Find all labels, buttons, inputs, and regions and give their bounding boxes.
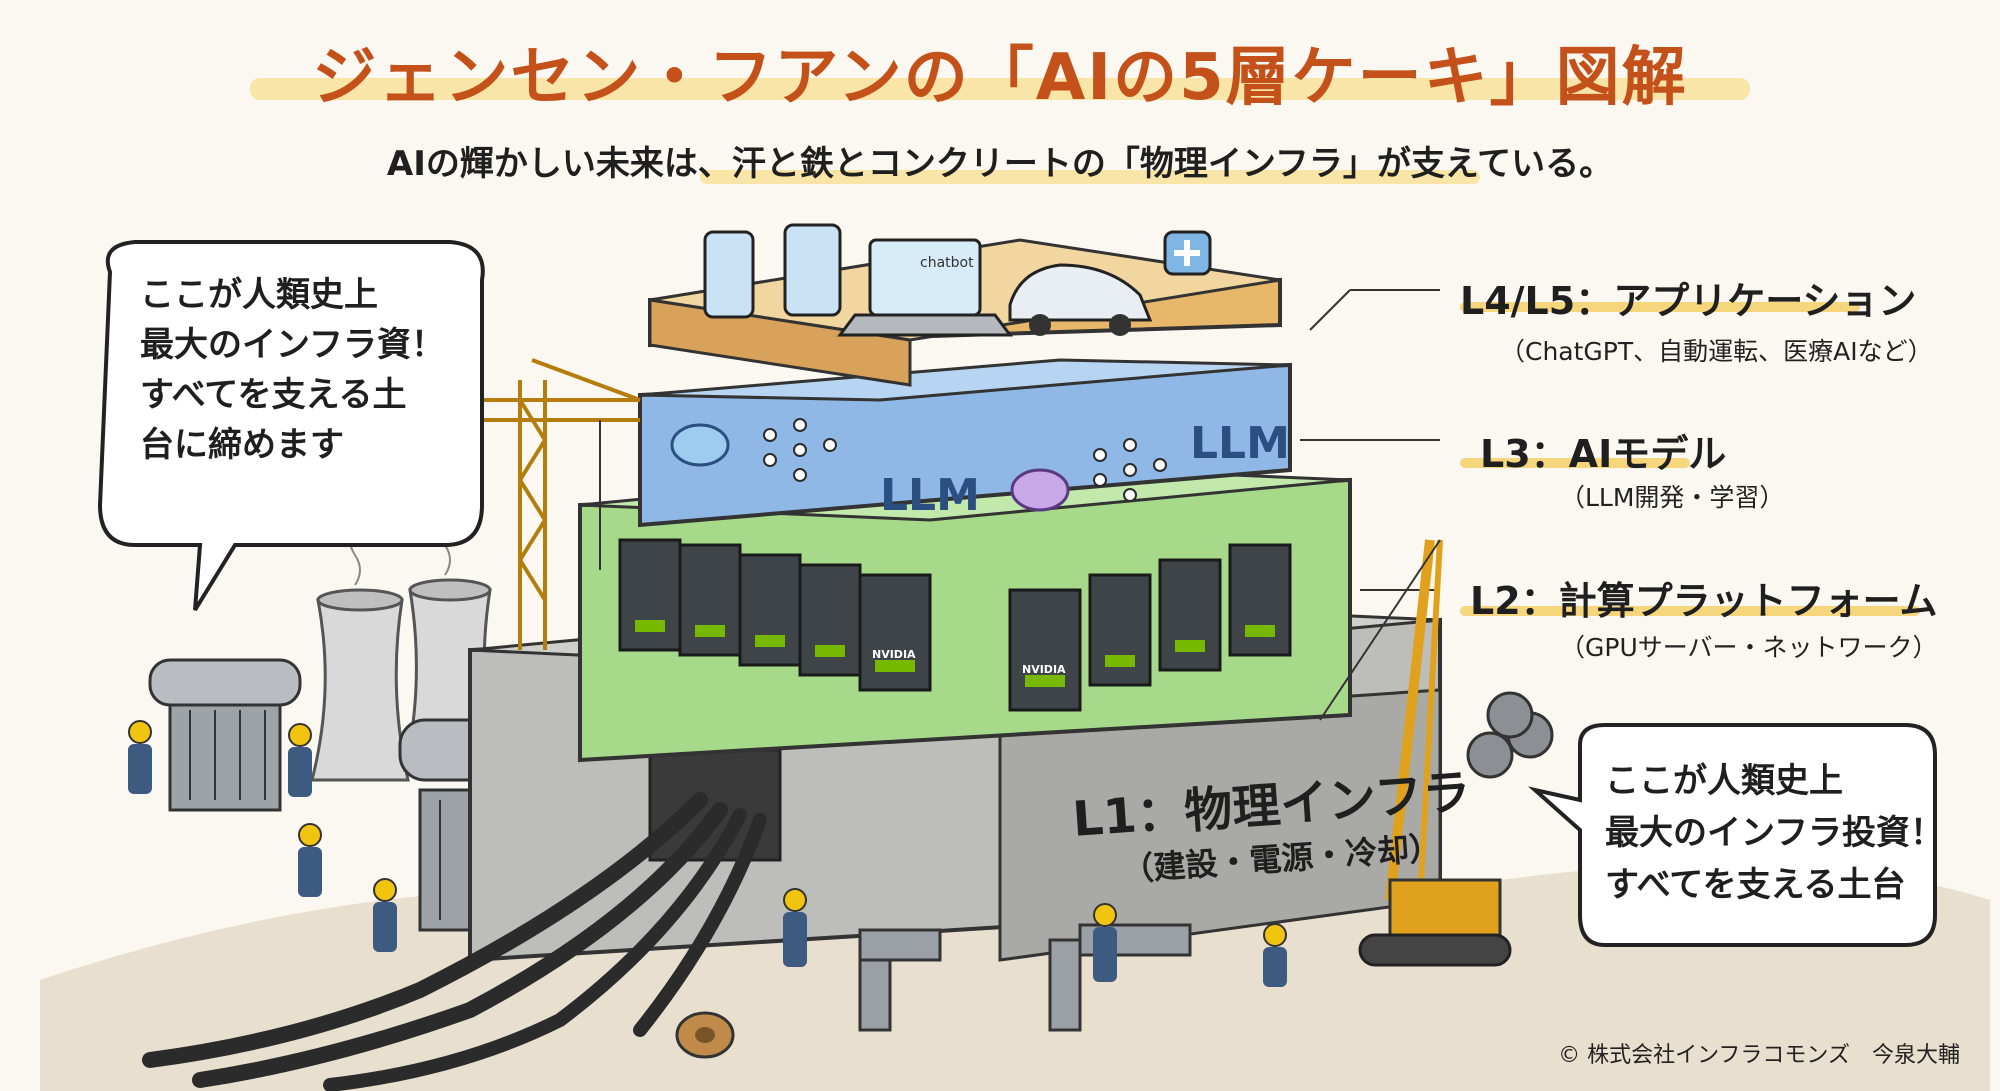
llm-label: LLM: [880, 470, 980, 521]
brain-icon: [670, 423, 730, 467]
nvidia-label: NVIDIA: [1022, 663, 1066, 676]
laptop-icon: [868, 238, 982, 317]
llm-label: LLM: [1190, 418, 1290, 469]
layer-l45-subtitle: （ChatGPT、自動運転、医療AIなど）: [1500, 337, 1933, 366]
layer-l2-subtitle: （GPUサーバー・ネットワーク）: [1560, 633, 1938, 662]
chatbot-label: chatbot: [920, 255, 974, 271]
layer-l3-ai-model: [638, 358, 1292, 528]
transformer-left: [148, 658, 302, 812]
layer-l2-highlight: [1460, 606, 1920, 616]
layer-l45-highlight: [1460, 302, 1860, 312]
speech-bubble-left-text: ここが人類史上 最大のインフラ資！ すべてを支える土 台に締めます: [140, 275, 445, 465]
layer-l3-subtitle: （LLM開発・学習）: [1560, 483, 1785, 512]
brain-icon: [1010, 468, 1070, 512]
layer-l3-title: L3：AIモデル: [1480, 432, 1727, 476]
page-title: ジェンセン・フアンの「AIの5層ケーキ」図解: [312, 41, 1688, 115]
smartphone-icon: [703, 230, 755, 319]
tower-crane: [480, 358, 641, 650]
copyright: © 株式会社インフラコモンズ 今泉大輔: [1558, 1043, 1960, 1068]
crawler-crane: [1319, 539, 1512, 967]
speech-bubble-right-text: ここが人類史上 最大のインフラ投資！ すべてを支える土台: [1605, 761, 1944, 905]
page-subtitle: AIの輝かしい未来は、汗と鉄とコンクリートの「物理インフラ」が支えている。: [386, 144, 1614, 184]
layer-l2-title: L2：計算プラットフォーム: [1470, 579, 1938, 623]
power-cables: [142, 792, 767, 1091]
pipe-stack: [1466, 691, 1554, 779]
autonomous-car-icon: [1008, 263, 1153, 322]
neural-network-icon: [763, 418, 837, 482]
layer-l45-title: L4/L5：アプリケーション: [1460, 279, 1917, 323]
speech-bubble-left: [97, 240, 485, 612]
smartphone-icon: [783, 223, 842, 317]
layer-l45-application: [648, 223, 1282, 387]
neural-network-icon: [1093, 438, 1167, 502]
gpu-servers: [618, 538, 1292, 712]
speech-bubble-right: [1527, 723, 1937, 947]
subtitle-highlight: [700, 170, 1480, 184]
workers: [128, 720, 1287, 987]
nvidia-label: NVIDIA: [872, 648, 916, 661]
cable-spool: [675, 1011, 735, 1059]
layer-l3-highlight: [1460, 458, 1690, 468]
title-highlight: [250, 78, 1750, 100]
